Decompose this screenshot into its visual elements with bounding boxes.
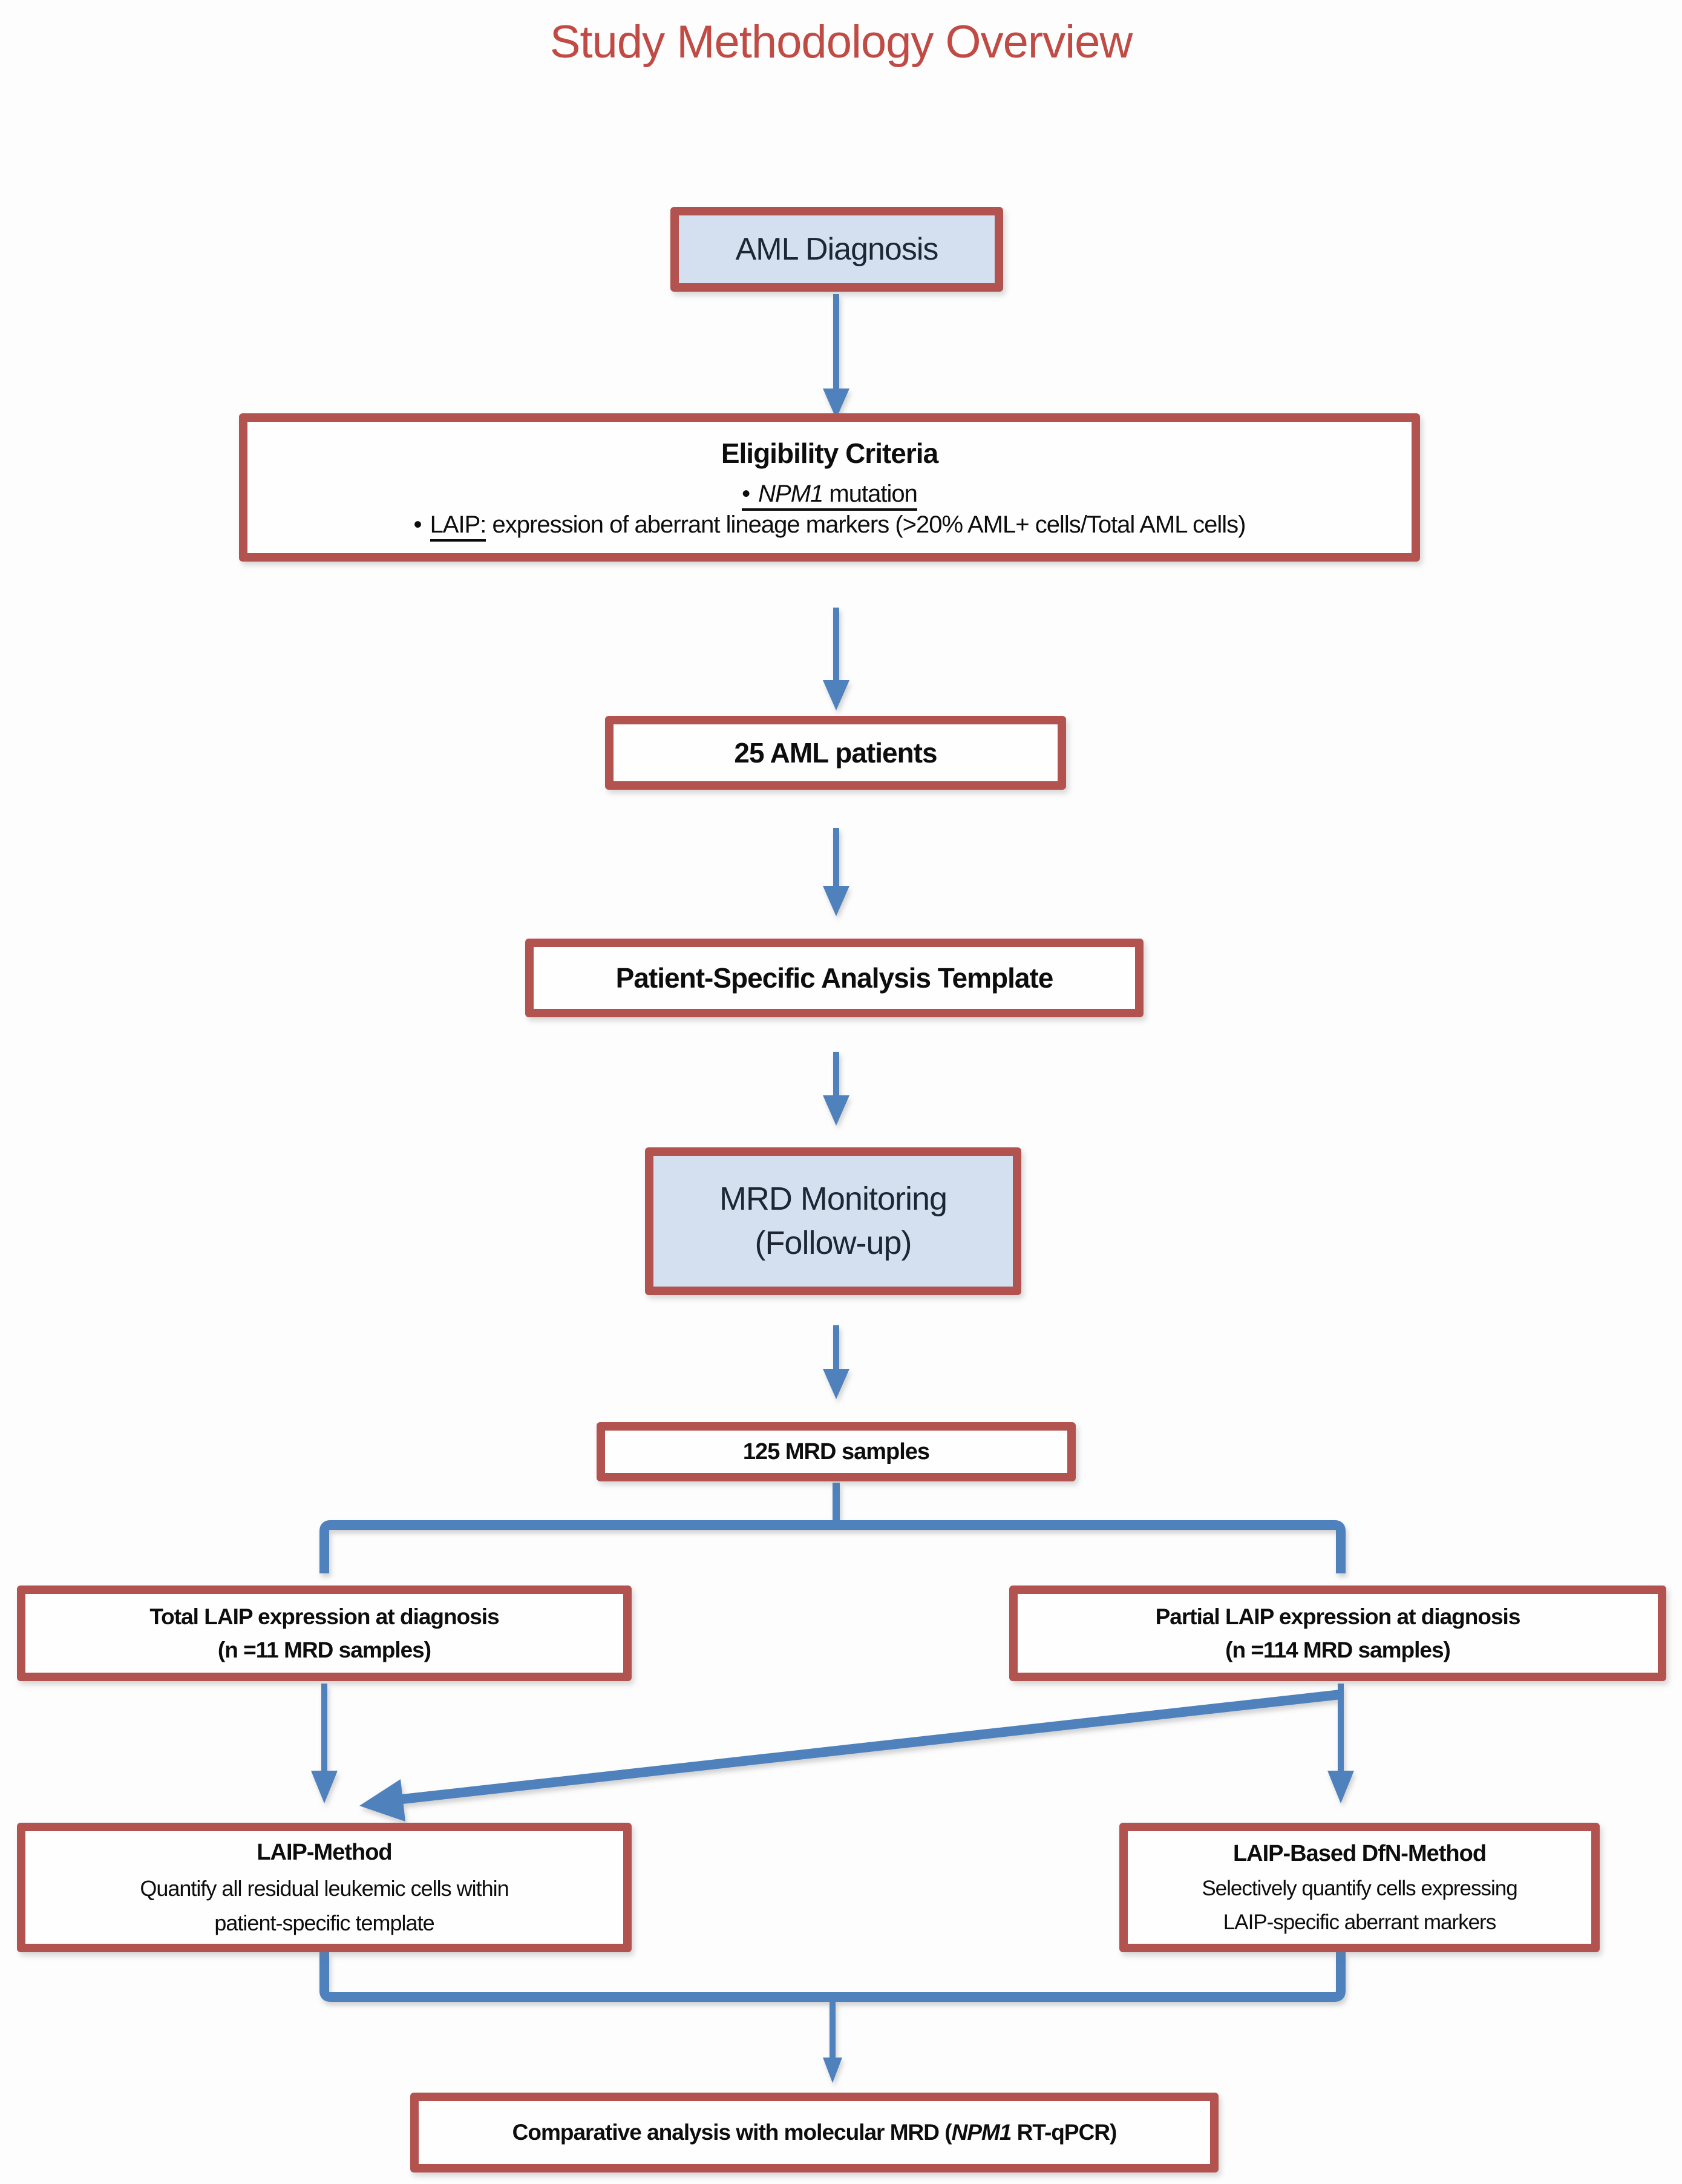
node-mrd-samples: 125 MRD samples <box>597 1422 1076 1481</box>
laip-method-heading: LAIP-Method <box>257 1840 392 1865</box>
partial-laip-line2: (n =114 MRD samples) <box>1225 1638 1451 1662</box>
arrow-mrd-to-samples <box>823 1325 849 1399</box>
node-partial-laip: Partial LAIP expression at diagnosis (n … <box>1009 1586 1666 1681</box>
bullet-icon: • <box>413 511 422 538</box>
mrd-monitoring-line1: MRD Monitoring <box>719 1181 947 1218</box>
laip-method-line2: patient-specific template <box>214 1910 434 1936</box>
node-aml-diagnosis: AML Diagnosis <box>670 207 1003 292</box>
npm1-gene-text: NPM1 <box>951 2120 1012 2145</box>
node-laip-method: LAIP-Method Quantify all residual leukem… <box>17 1823 632 1952</box>
node-eligibility-criteria: Eligibility Criteria • NPM1 mutation • LAI… <box>239 413 1420 562</box>
laip-method-line1: Quantify all residual leukemic cells wit… <box>140 1875 509 1901</box>
node-mrd-samples-label: 125 MRD samples <box>742 1438 930 1464</box>
arrow-patients-to-template <box>823 828 849 916</box>
node-comparative-analysis: Comparative analysis with molecular MRD … <box>410 2093 1219 2173</box>
converge-connector <box>319 1952 1346 2083</box>
arrow-partial-to-laip-method <box>359 1690 1341 1822</box>
npm1-gene-text: NPM1 <box>758 480 823 507</box>
dfn-method-line2: LAIP-specific aberrant markers <box>1223 1910 1496 1935</box>
branch-connector <box>319 1483 1346 1573</box>
laip-rest-text: expression of aberrant lineage markers (… <box>486 511 1246 538</box>
node-aml-patients: 25 AML patients <box>605 716 1066 790</box>
node-dfn-method: LAIP-Based DfN-Method Selectively quanti… <box>1119 1823 1600 1952</box>
mrd-monitoring-line2: (Follow-up) <box>754 1225 912 1261</box>
bullet-icon: • <box>742 480 750 507</box>
node-analysis-template-label: Patient-Specific Analysis Template <box>615 962 1054 994</box>
node-analysis-template: Patient-Specific Analysis Template <box>525 939 1144 1017</box>
laip-lead-text: LAIP: <box>430 511 486 542</box>
dfn-method-line1: Selectively quantify cells expressing <box>1202 1877 1517 1901</box>
eligibility-bullet-laip: • LAIP: expression of aberrant lineage ma… <box>413 511 1246 542</box>
node-aml-patients-label: 25 AML patients <box>734 737 937 769</box>
node-mrd-monitoring: MRD Monitoring (Follow-up) <box>645 1147 1021 1295</box>
page-title: Study Methodology Overview <box>549 16 1133 68</box>
arrow-partial-to-dfn-method <box>1327 1684 1354 1803</box>
eligibility-heading: Eligibility Criteria <box>721 437 938 469</box>
node-aml-diagnosis-label: AML Diagnosis <box>735 232 939 267</box>
total-laip-line1: Total LAIP expression at diagnosis <box>149 1604 499 1629</box>
dfn-method-heading: LAIP-Based DfN-Method <box>1232 1840 1487 1866</box>
arrow-aml-to-eligibility <box>823 294 849 419</box>
arrow-total-to-laip-method <box>311 1684 338 1803</box>
arrow-template-to-mrd <box>823 1052 849 1126</box>
arrow-eligibility-to-patients <box>823 608 849 710</box>
eligibility-bullet-npm1: • NPM1 mutation <box>742 480 918 511</box>
npm1-rest-text: mutation <box>823 480 917 507</box>
total-laip-line2: (n =11 MRD samples) <box>217 1638 431 1662</box>
partial-laip-line1: Partial LAIP expression at diagnosis <box>1155 1604 1521 1629</box>
node-total-laip: Total LAIP expression at diagnosis (n =1… <box>17 1586 632 1681</box>
comparative-analysis-label: Comparative analysis with molecular MRD … <box>512 2120 1118 2145</box>
